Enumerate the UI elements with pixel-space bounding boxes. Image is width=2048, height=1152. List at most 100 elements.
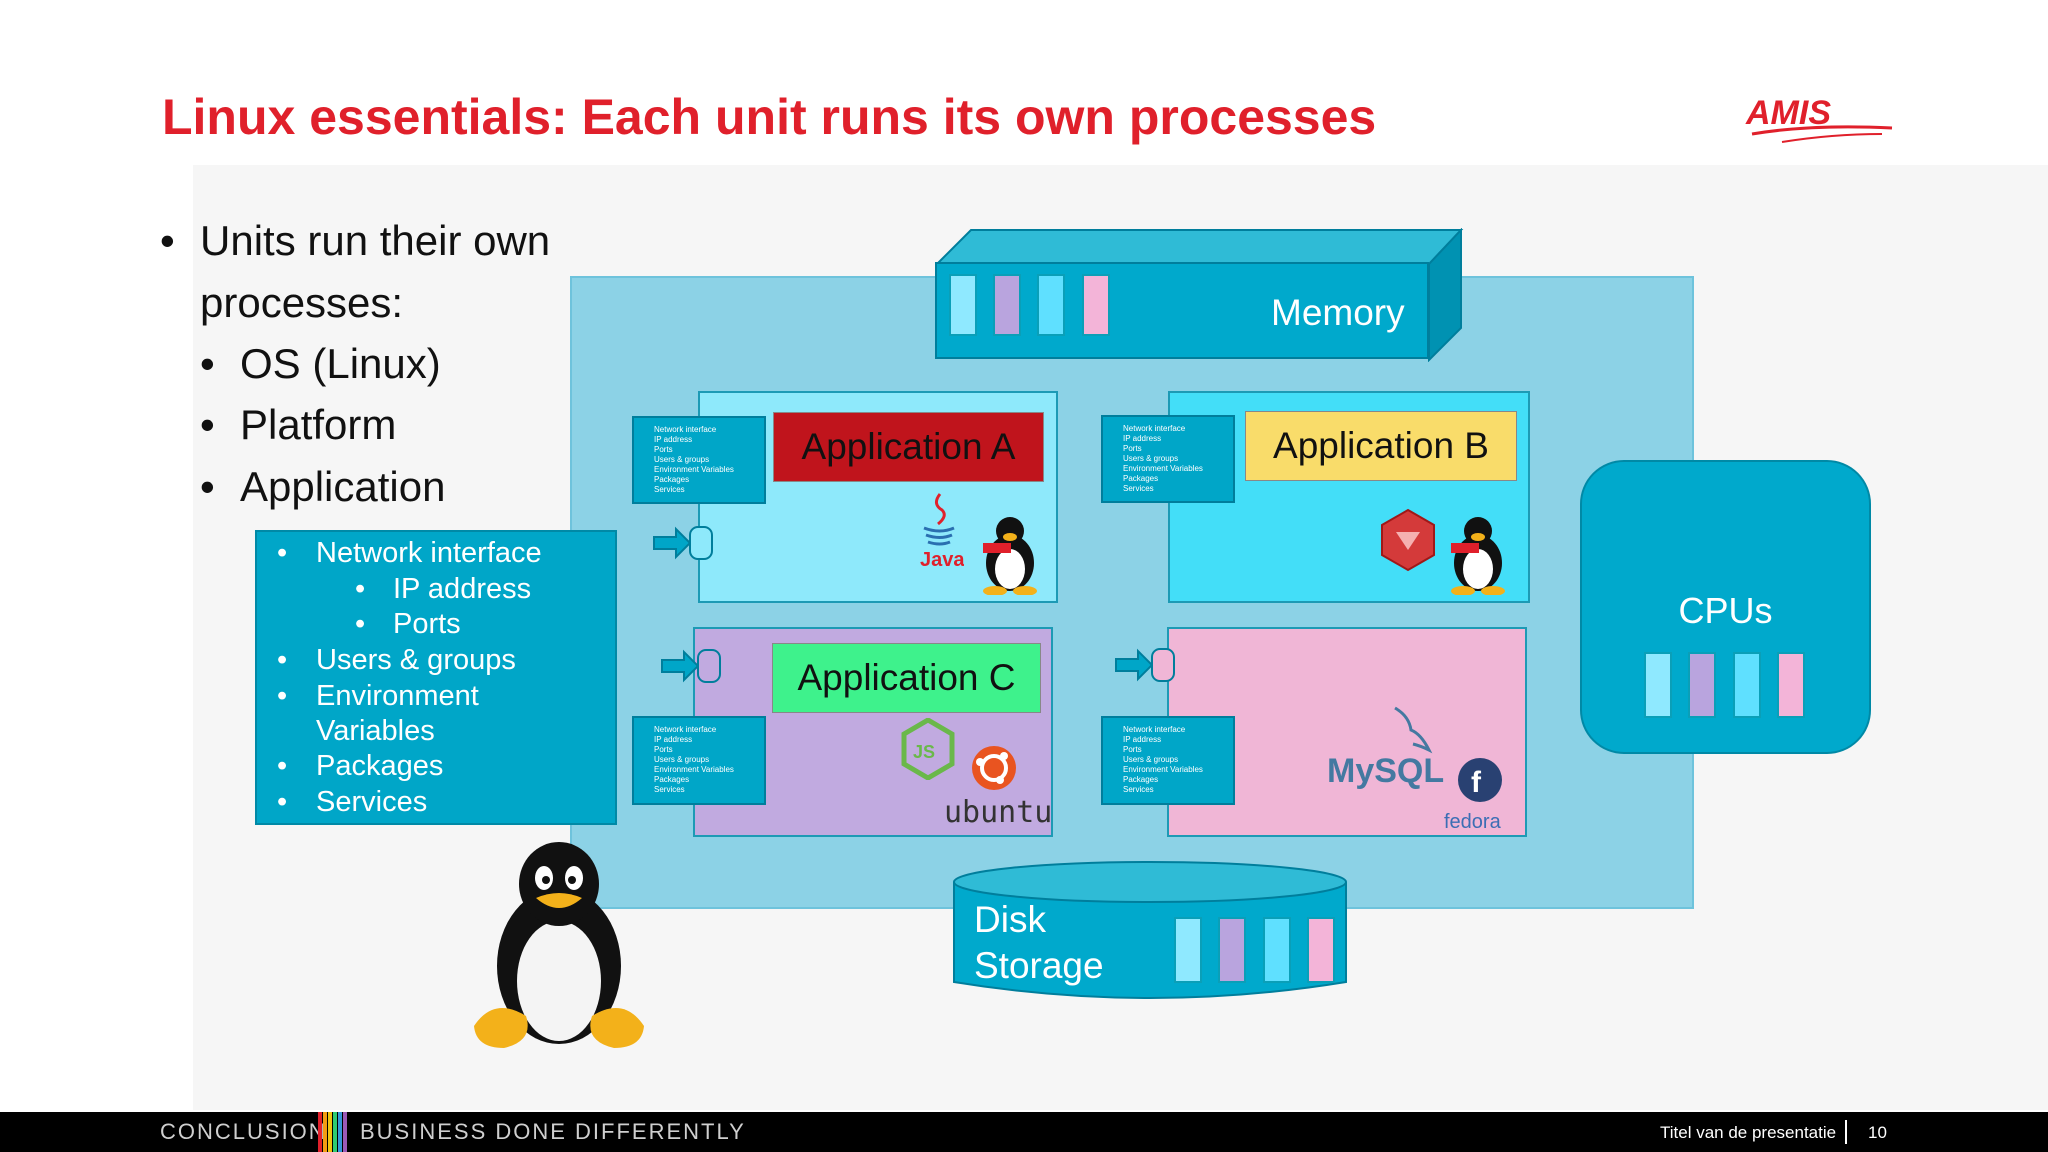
netbox-line: Packages [654, 775, 690, 784]
disk-cell [1218, 917, 1246, 983]
netbox-line: Ports [654, 745, 673, 754]
footer-tagline: BUSINESS DONE DIFFERENTLY [360, 1119, 746, 1144]
memory-cell [1037, 274, 1065, 336]
memory-cell [993, 274, 1021, 336]
netbox-line: Services [654, 485, 685, 494]
netbox-line: Packages [1123, 775, 1159, 784]
netbox-line: Services [654, 785, 685, 794]
bullet-units-text: Units run their own [200, 217, 551, 264]
netbox-line: Environment Variables [1123, 464, 1203, 473]
sub-bullet-os-text: OS (Linux) [240, 340, 441, 387]
memory-cell [949, 274, 977, 336]
cpus-label: CPUs [1678, 590, 1773, 631]
tux-penguin-icon [1451, 517, 1505, 595]
port-connector-icon [1115, 648, 1175, 682]
ruby-gem-icon [1381, 508, 1435, 572]
bullet-dot: • [277, 537, 288, 569]
sub-bullet-application-text: Application [240, 463, 446, 510]
cpu-cell [1688, 652, 1716, 718]
netbox-line: Network interface [654, 425, 717, 434]
cpu-cell [1644, 652, 1672, 718]
ubuntu-logo-icon: ubuntu [944, 746, 1052, 828]
amis-logo: AMIS [1745, 94, 1893, 143]
tux-penguin-large-icon [474, 842, 644, 1048]
feature-users-groups: Users & groups [316, 644, 516, 676]
netbox-line: Packages [654, 475, 690, 484]
netbox-line: Users & groups [654, 455, 710, 464]
js-text: JS [913, 742, 935, 762]
mysql-text: MySQL [1327, 752, 1444, 790]
memory-label: Memory [1271, 292, 1405, 333]
netbox-app-b: Network interface IP address Ports Users… [1101, 415, 1235, 503]
bullet-dot: • [277, 644, 288, 676]
netbox-app-c: Network interface IP address Ports Users… [632, 716, 766, 805]
bullet-dot: • [355, 573, 366, 605]
netbox-line: Network interface [1123, 424, 1186, 433]
netbox-line: IP address [1123, 735, 1162, 744]
disk-storage-cylinder [953, 861, 1347, 999]
cpu-cell [1777, 652, 1805, 718]
feature-env-variables-cont: Variables [316, 715, 435, 747]
feature-ports: Ports [393, 608, 461, 640]
java-text: Java [920, 549, 964, 570]
tux-penguin-icon [983, 517, 1037, 595]
netbox-line: Environment Variables [1123, 765, 1203, 774]
sub-bullet-application: •Application [200, 463, 446, 510]
sub-bullet-platform-text: Platform [240, 401, 397, 448]
feature-services: Services [316, 786, 428, 818]
fedora-text: fedora [1444, 811, 1502, 832]
features-box: • Network interface • IP address • Ports… [255, 530, 617, 825]
footer-divider [1845, 1120, 1847, 1144]
netbox-line: IP address [654, 735, 693, 744]
port-connector-icon [653, 526, 713, 560]
memory-cell [1082, 274, 1110, 336]
feature-env-variables: Environment [316, 680, 479, 712]
java-logo-icon: Java [920, 493, 964, 570]
app-a-label: Application A [773, 412, 1044, 482]
feature-packages: Packages [316, 750, 444, 782]
memory-box: Memory [935, 262, 1429, 359]
netbox-line: IP address [654, 435, 693, 444]
cpu-cell [1733, 652, 1761, 718]
bullet-units-cont: processes: [200, 279, 404, 326]
netbox-line: Ports [1123, 745, 1142, 754]
rainbow-stripes-icon [318, 1112, 347, 1152]
mysql-logo-icon: MySQL [1327, 706, 1444, 790]
netbox-line: Users & groups [1123, 755, 1179, 764]
svg-text:f: f [1471, 766, 1482, 799]
ubuntu-text: ubuntu [944, 795, 1052, 828]
feature-ip-address: IP address [393, 573, 532, 605]
app-c-label: Application C [772, 643, 1041, 713]
disk-cell [1263, 917, 1291, 983]
bullet-dot: • [277, 680, 288, 712]
netbox-line: Services [1123, 785, 1154, 794]
footer-bar: CONCLUSION BUSINESS DONE DIFFERENTLY Tit… [0, 1112, 2048, 1152]
netbox-line: Environment Variables [654, 765, 734, 774]
netbox-line: Services [1123, 484, 1154, 493]
disk-cell [1174, 917, 1202, 983]
slide-title: Linux essentials: Each unit runs its own… [162, 89, 1377, 145]
footer-presentation-title: Titel van de presentatie [1660, 1123, 1837, 1142]
bullet-dot: • [277, 750, 288, 782]
disk-label-line1: Disk [974, 899, 1046, 940]
fedora-logo-icon: f fedora [1444, 758, 1502, 832]
netbox-app-a: Network interface IP address Ports Users… [632, 416, 766, 504]
nodejs-logo-icon: JS [901, 718, 955, 780]
app-b-label: Application B [1245, 411, 1517, 481]
netbox-app-d: Network interface IP address Ports Users… [1101, 716, 1235, 805]
bullet-dot: • [355, 608, 366, 640]
disk-label-line2: Storage [974, 945, 1104, 986]
cpus-box: CPUs [1580, 460, 1871, 754]
netbox-line: Network interface [1123, 725, 1186, 734]
netbox-line: Network interface [654, 725, 717, 734]
feature-network-interface: Network interface [316, 537, 542, 569]
netbox-line: Ports [654, 445, 673, 454]
port-connector-icon [661, 649, 721, 683]
netbox-line: Users & groups [1123, 454, 1179, 463]
disk-cell [1307, 917, 1335, 983]
netbox-line: Environment Variables [654, 465, 734, 474]
svg-text:AMIS: AMIS [1745, 94, 1831, 132]
footer-page-number: 10 [1868, 1123, 1887, 1142]
netbox-line: Packages [1123, 474, 1159, 483]
bullet-dot: • [277, 786, 288, 818]
